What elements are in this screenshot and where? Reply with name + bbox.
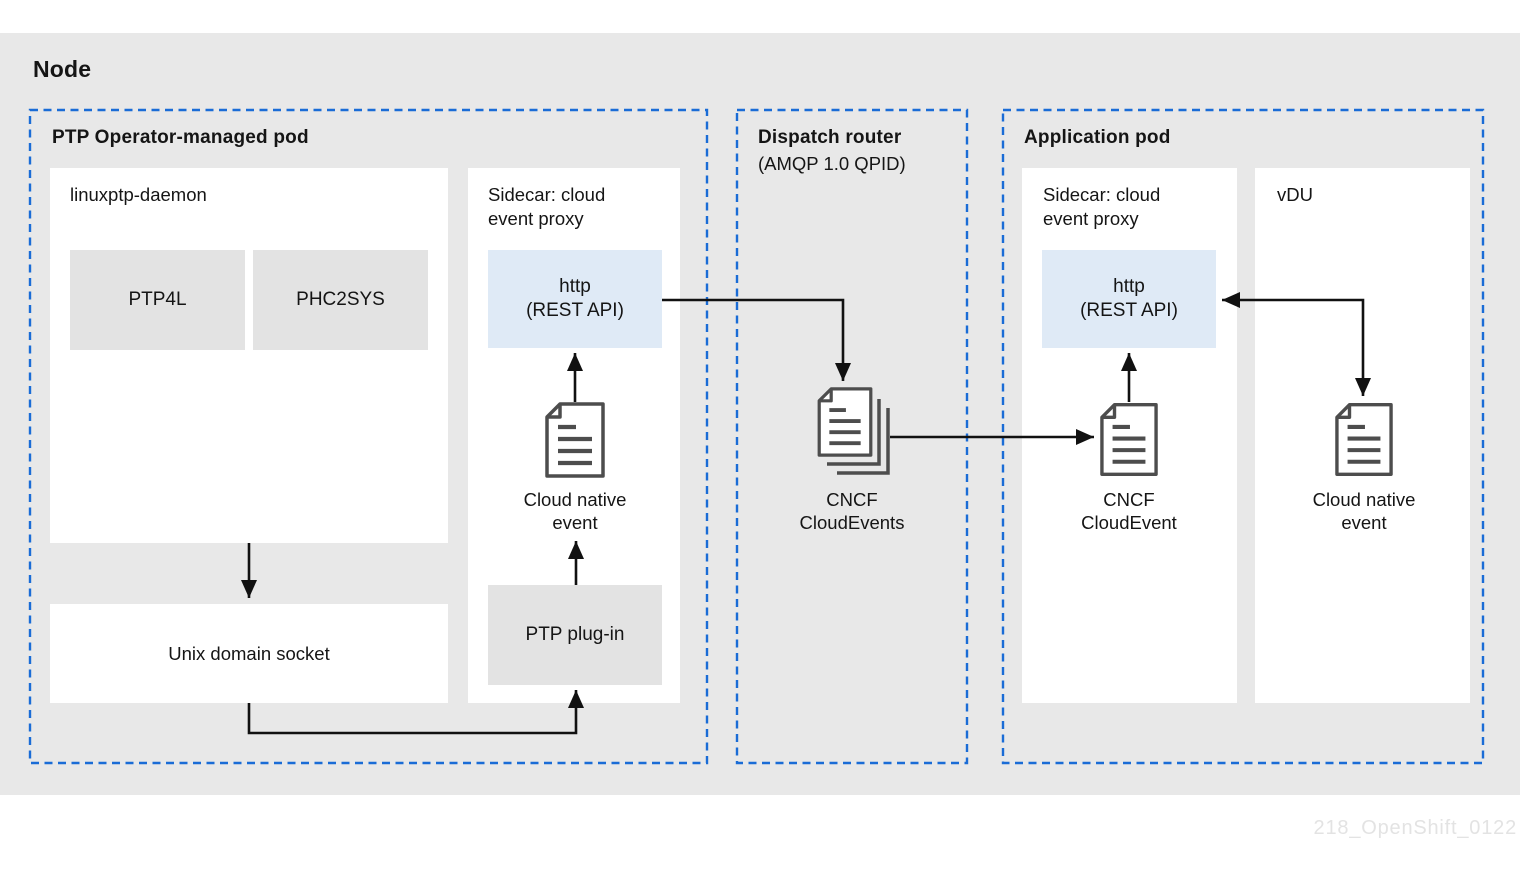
ptp-sidecar-title: Sidecar: cloud event proxy [488, 184, 606, 229]
ptp-cloud-native-event-label: Cloud native event [523, 489, 627, 533]
ptp-http-rest-api-box: http (REST API) [488, 250, 662, 348]
app-sidecar-title: Sidecar: cloud event proxy [1043, 184, 1161, 229]
cncf-cloudevent-label: CNCF CloudEvent [1081, 489, 1177, 533]
vdu-cloud-native-event-label: Cloud native event [1312, 489, 1416, 533]
unix-domain-socket-box: Unix domain socket [50, 604, 448, 703]
watermark: 218_OpenShift_0122 [1313, 817, 1517, 839]
linuxptp-daemon-panel: linuxptp-daemon [50, 168, 448, 543]
phc2sys-box: PHC2SYS [253, 250, 428, 350]
vdu-panel: vDU [1255, 168, 1470, 703]
linuxptp-daemon-title: linuxptp-daemon [70, 184, 207, 205]
application-pod-title: Application pod [1024, 127, 1171, 148]
ptp-plugin-box: PTP plug-in [488, 585, 662, 685]
vdu-title: vDU [1277, 184, 1313, 205]
dispatch-router-title: Dispatch router [758, 127, 902, 148]
node-title: Node [33, 56, 92, 82]
app-sidecar-panel: Sidecar: cloud event proxy [1022, 168, 1237, 703]
app-http-rest-api-box: http (REST API) [1042, 250, 1216, 348]
cncf-cloudevents-label: CNCF CloudEvents [799, 489, 905, 533]
ptp-pod-title: PTP Operator-managed pod [52, 127, 309, 148]
dispatch-router-subtitle: (AMQP 1.0 QPID) [758, 153, 906, 174]
ptp4l-box: PTP4L [70, 250, 245, 350]
